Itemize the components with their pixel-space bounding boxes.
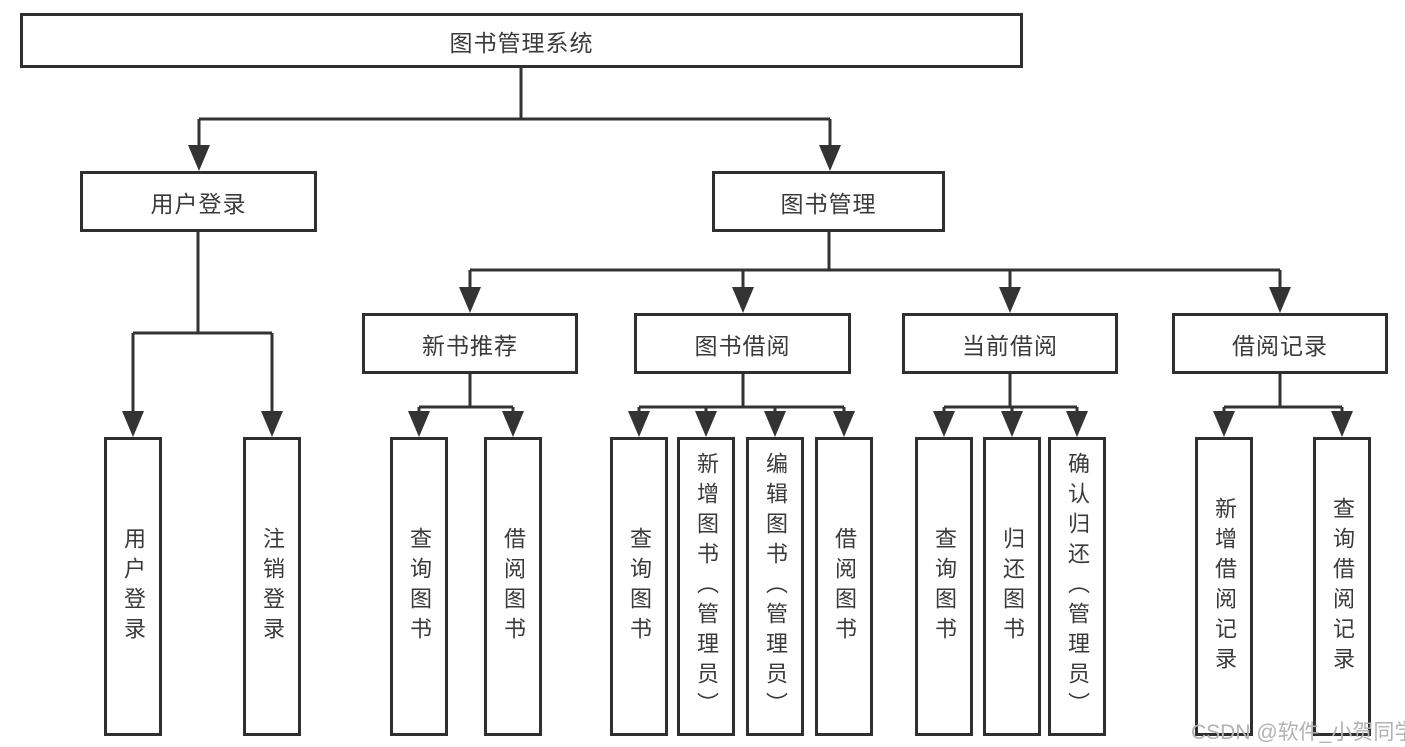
leaf-user-login-label: 用户登录 [121, 526, 146, 647]
leaf-borrow-borrow-book-label: 借阅图书 [832, 526, 857, 647]
leaf-records-add-record-label: 新增借阅记录 [1212, 496, 1237, 677]
arrowhead-icon [1213, 411, 1235, 437]
connector-bookmgmt-to-level3 [468, 232, 1282, 288]
leaf-user-login: 用户登录 [104, 437, 162, 736]
node-book-management-label: 图书管理 [780, 190, 877, 217]
node-root-label: 图书管理系统 [449, 29, 594, 56]
node-root: 图书管理系统 [20, 13, 1023, 68]
node-new-book-recommend: 新书推荐 [362, 313, 578, 374]
arrowhead-icon [628, 411, 650, 437]
csdn-watermark: CSDN @软件_小贺同学 [1191, 721, 1405, 744]
arrowhead-icon [999, 287, 1021, 313]
connector-userlogin-to-leaves [131, 232, 274, 413]
arrowhead-icon [1066, 411, 1088, 437]
leaf-borrow-query-book-label: 查询图书 [627, 526, 652, 647]
arrowhead-icon [732, 287, 754, 313]
connector-bookborrow-to-leaves [637, 373, 846, 413]
node-borrow-records: 借阅记录 [1172, 313, 1388, 374]
arrowhead-icon [695, 411, 717, 437]
leaf-logout: 注销登录 [243, 437, 301, 736]
leaf-borrow-add-book-admin-label: 新增图书（管理员） [694, 451, 719, 722]
leaf-current-query-book-label: 查询图书 [932, 526, 957, 647]
node-user-login-label: 用户登录 [150, 190, 247, 217]
arrowhead-icon [833, 411, 855, 437]
node-current-borrow-label: 当前借阅 [962, 332, 1058, 359]
leaf-records-query-record: 查询借阅记录 [1313, 437, 1371, 736]
arrowhead-icon [819, 145, 841, 171]
leaf-newbook-query-book: 查询图书 [390, 437, 448, 736]
arrowhead-icon [502, 411, 524, 437]
leaf-borrow-add-book-admin: 新增图书（管理员） [677, 437, 735, 736]
leaf-borrow-query-book: 查询图书 [610, 437, 668, 736]
node-new-book-recommend-label: 新书推荐 [422, 332, 518, 359]
leaf-records-add-record: 新增借阅记录 [1195, 437, 1253, 736]
node-current-borrow: 当前借阅 [902, 313, 1118, 374]
arrowhead-icon [188, 145, 210, 171]
leaf-current-return-book: 归还图书 [983, 437, 1041, 736]
leaf-borrow-edit-book-admin: 编辑图书（管理员） [746, 437, 804, 736]
arrowhead-icon [261, 411, 283, 437]
arrowhead-icon [1269, 287, 1291, 313]
leaf-records-query-record-label: 查询借阅记录 [1330, 496, 1355, 677]
arrowhead-icon [408, 411, 430, 437]
node-book-borrow: 图书借阅 [634, 313, 851, 374]
leaf-newbook-query-book-label: 查询图书 [407, 526, 432, 647]
connector-currentborrow-to-leaves [942, 373, 1079, 413]
leaf-current-return-book-label: 归还图书 [1000, 526, 1025, 647]
arrowhead-icon [1001, 411, 1023, 437]
node-borrow-records-label: 借阅记录 [1232, 332, 1328, 359]
node-book-borrow-label: 图书借阅 [694, 332, 791, 359]
arrowhead-icon [459, 287, 481, 313]
leaf-newbook-borrow-book-label: 借阅图书 [501, 526, 526, 647]
leaf-newbook-borrow-book: 借阅图书 [484, 437, 542, 736]
leaf-current-confirm-return-admin: 确认归还（管理员） [1048, 437, 1106, 736]
node-user-login: 用户登录 [80, 171, 317, 232]
leaf-logout-label: 注销登录 [260, 526, 285, 647]
node-book-management: 图书管理 [712, 171, 945, 232]
connector-root-to-level2 [197, 67, 832, 147]
leaf-current-confirm-return-admin-label: 确认归还（管理员） [1065, 451, 1090, 722]
leaf-current-query-book: 查询图书 [915, 437, 973, 736]
connector-newbookrec-to-leaves [417, 373, 515, 413]
connector-borrowrecords-to-leaves [1222, 373, 1344, 413]
leaf-borrow-borrow-book: 借阅图书 [815, 437, 873, 736]
arrowhead-icon [122, 411, 144, 437]
arrowhead-icon [933, 411, 955, 437]
leaf-borrow-edit-book-admin-label: 编辑图书（管理员） [763, 451, 788, 722]
arrowhead-icon [1331, 411, 1353, 437]
arrowhead-icon [764, 411, 786, 437]
